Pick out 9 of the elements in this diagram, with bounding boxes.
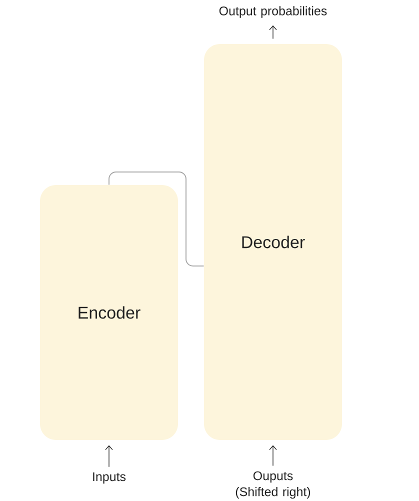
arrow bbox=[269, 445, 277, 466]
input-label: Ouputs (Shifted right) bbox=[236, 471, 310, 499]
input-label: Inputs bbox=[93, 472, 126, 484]
block-box: Encoder bbox=[40, 185, 178, 440]
connector-line bbox=[108, 172, 204, 266]
arrow bbox=[105, 445, 113, 468]
block-box: Decoder bbox=[204, 44, 342, 440]
arrow bbox=[269, 25, 277, 40]
output-label: Output probabilities bbox=[219, 6, 327, 18]
